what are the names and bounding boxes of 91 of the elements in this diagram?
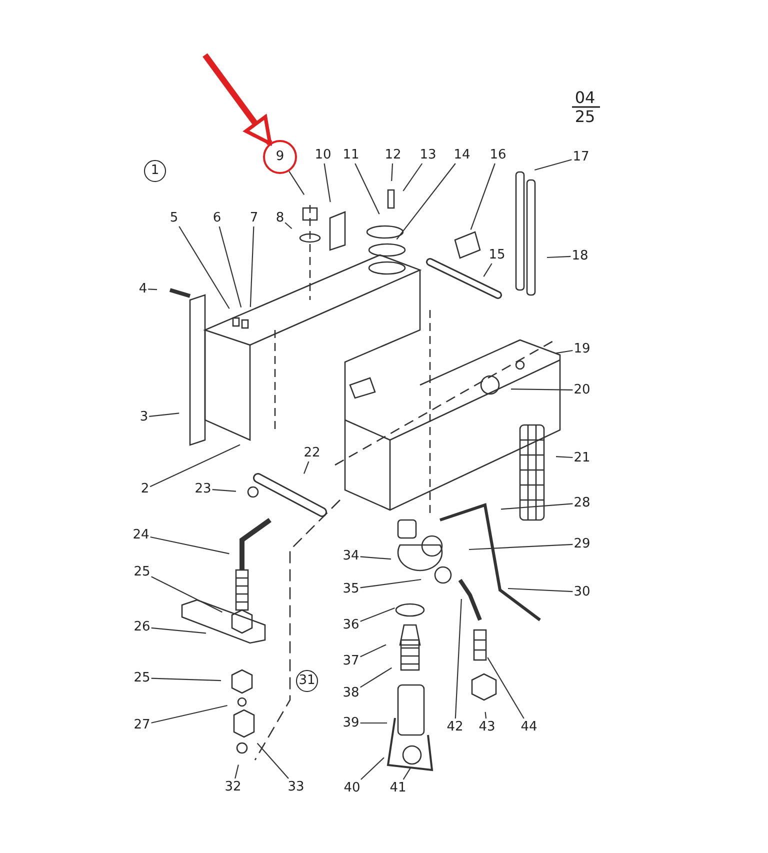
callout-number: 41 <box>390 780 406 796</box>
callout-number: 38 <box>342 686 360 700</box>
leader-line <box>508 588 573 592</box>
callout-number: 40 <box>344 780 360 796</box>
leader-line <box>303 461 310 474</box>
callout-number: 37 <box>342 654 360 668</box>
callout-number: 25 <box>134 670 150 686</box>
callout-number: 3 <box>140 410 148 424</box>
leader-line <box>151 704 228 724</box>
pointer-arrow <box>202 53 272 146</box>
leader-line <box>178 226 230 309</box>
callout-number: 19 <box>574 342 590 356</box>
callout-number: 21 <box>574 450 590 466</box>
callout-number: 18 <box>572 248 588 264</box>
leader-line <box>148 288 158 290</box>
callout-number: 22 <box>304 446 320 460</box>
leader-line <box>360 757 384 780</box>
leader-line <box>288 171 305 195</box>
leader-line <box>402 163 423 192</box>
callout-number: 2 <box>140 482 150 496</box>
leader-line <box>556 350 573 354</box>
leader-line <box>468 544 573 550</box>
callout-number: 15 <box>488 248 506 262</box>
callout-number: 12 <box>384 148 402 162</box>
leader-line <box>360 722 387 724</box>
callout-number: 30 <box>574 584 590 600</box>
leader-line <box>256 742 289 779</box>
callout-number: 29 <box>574 536 590 552</box>
leader-line <box>324 163 331 202</box>
leader-line <box>500 503 573 510</box>
leader-line <box>360 644 386 658</box>
leader-line <box>396 163 456 240</box>
leader-line <box>218 226 242 308</box>
leader-line <box>546 256 571 258</box>
leader-line <box>150 444 240 488</box>
callout-number: 17 <box>572 150 590 164</box>
callout-number: 13 <box>420 148 436 162</box>
callout-number: 44 <box>520 720 538 734</box>
leader-line <box>149 412 180 417</box>
callout-number: 8 <box>276 210 284 226</box>
callout-number: 4 <box>138 282 148 296</box>
leader-line <box>402 768 411 780</box>
callout-number: 34 <box>342 548 360 564</box>
callout-number: 23 <box>194 482 212 496</box>
callout-number: 14 <box>454 148 470 162</box>
circled-callout-number: 9 <box>263 140 297 174</box>
leader-line <box>511 388 573 390</box>
leader-line <box>483 263 492 277</box>
leader-line <box>284 222 292 229</box>
callout-number: 24 <box>132 528 150 542</box>
leader-line <box>151 678 222 682</box>
leader-line <box>484 712 487 719</box>
view-number: 31 <box>296 670 318 692</box>
leader-line <box>150 536 230 554</box>
callout-number: 33 <box>288 780 304 794</box>
leader-line <box>391 163 394 182</box>
leader-line <box>360 607 395 622</box>
leader-line <box>234 764 239 779</box>
callout-number: 32 <box>224 780 242 794</box>
callout-number: 25 <box>134 564 150 580</box>
leader-line <box>454 598 462 719</box>
leader-line <box>360 556 392 560</box>
leader-line <box>354 163 380 214</box>
page-number: 04 <box>574 89 596 107</box>
leader-line <box>470 163 496 230</box>
callout-number: 42 <box>446 720 464 734</box>
callout-number: 20 <box>574 382 590 398</box>
leader-line <box>487 657 524 719</box>
callout-number: 39 <box>342 716 360 730</box>
callout-number: 28 <box>574 496 590 510</box>
leader-line <box>556 456 573 458</box>
callout-number: 5 <box>170 210 178 226</box>
leader-line <box>534 159 572 171</box>
leader-line <box>151 576 222 613</box>
leader-line <box>212 489 236 492</box>
callout-number: 11 <box>342 148 360 162</box>
callout-number: 36 <box>342 618 360 632</box>
callout-number: 26 <box>134 620 150 634</box>
callout-number: 16 <box>490 148 506 162</box>
view-number: 1 <box>144 160 166 182</box>
leader-line <box>360 667 392 688</box>
callout-number: 10 <box>314 148 332 162</box>
leader-line <box>360 578 422 588</box>
callout-number: 6 <box>212 210 222 226</box>
callout-number: 27 <box>134 718 150 732</box>
callout-number: 43 <box>478 720 496 734</box>
leader-line <box>250 226 254 308</box>
callout-number: 35 <box>342 582 360 596</box>
callout-number: 7 <box>250 210 258 226</box>
page-number: 25 <box>574 108 596 126</box>
leader-line <box>151 627 206 634</box>
